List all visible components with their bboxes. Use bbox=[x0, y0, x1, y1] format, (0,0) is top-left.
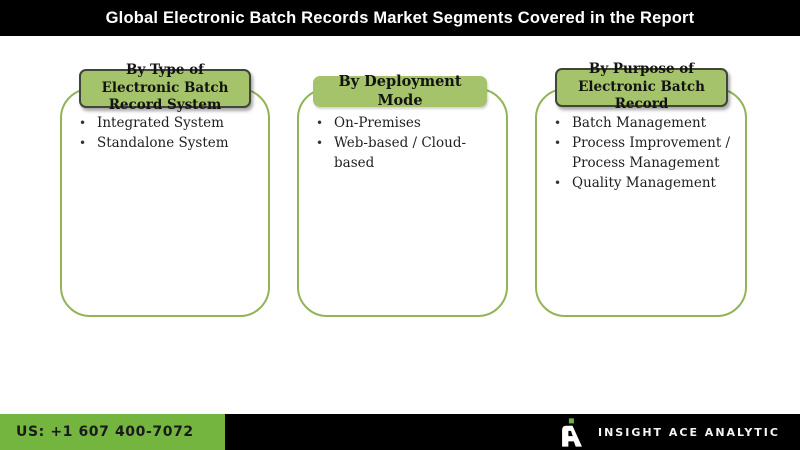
list-item-label: Standalone System bbox=[97, 135, 229, 151]
segment-panel-purpose: • Batch Management • Process Improvement… bbox=[535, 88, 747, 317]
segment-header-purpose: By Purpose of Electronic Batch Record bbox=[555, 61, 728, 112]
bullet-icon: • bbox=[316, 116, 324, 130]
list-item: • Web-based / Cloud-based bbox=[313, 133, 478, 173]
segment-list-deployment: • On-Premises • Web-based / Cloud-based bbox=[299, 90, 506, 173]
list-item-label: On-Premises bbox=[334, 115, 421, 131]
insight-ace-logo-icon bbox=[562, 417, 582, 447]
title-bar: Global Electronic Batch Records Market S… bbox=[0, 0, 800, 36]
list-item: • On-Premises bbox=[313, 113, 478, 133]
bullet-icon: • bbox=[554, 176, 562, 190]
list-item: • Batch Management bbox=[551, 113, 735, 133]
list-item-label: Batch Management bbox=[572, 115, 707, 131]
footer-phone-block: US: +1 607 400-7072 bbox=[0, 414, 225, 450]
bullet-icon: • bbox=[79, 116, 87, 130]
segment-list-type: • Integrated System • Standalone System bbox=[62, 90, 268, 153]
bullet-icon: • bbox=[316, 136, 324, 150]
segment-header-type: By Type of Electronic Batch Record Syste… bbox=[79, 62, 251, 113]
segment-header-deployment-label: By Deployment Mode bbox=[338, 72, 462, 109]
list-item-label: Quality Management bbox=[572, 175, 716, 191]
segment-header-deployment: By Deployment Mode bbox=[313, 73, 487, 109]
brand-block: INSIGHT ACE ANALYTIC bbox=[560, 414, 780, 450]
list-item: • Process Improvement / Process Manageme… bbox=[551, 133, 735, 173]
brand-name: INSIGHT ACE ANALYTIC bbox=[598, 425, 780, 439]
list-item: • Quality Management bbox=[551, 173, 735, 193]
bullet-icon: • bbox=[554, 136, 562, 150]
list-item: • Standalone System bbox=[76, 133, 258, 153]
segment-panel-deployment: • On-Premises • Web-based / Cloud-based bbox=[297, 88, 508, 317]
list-item-label: Web-based / Cloud-based bbox=[334, 135, 467, 171]
list-item-label: Integrated System bbox=[97, 115, 224, 131]
list-item-label: Process Improvement / Process Management bbox=[572, 135, 731, 171]
segment-header-purpose-label: By Purpose of Electronic Batch Record bbox=[578, 61, 705, 113]
bullet-icon: • bbox=[554, 116, 562, 130]
footer-bar: US: +1 607 400-7072 INSIGHT ACE ANALYTIC bbox=[0, 414, 800, 450]
segment-header-type-label: By Type of Electronic Batch Record Syste… bbox=[101, 62, 229, 114]
phone-number: US: +1 607 400-7072 bbox=[16, 424, 194, 440]
list-item: • Integrated System bbox=[76, 113, 258, 133]
bullet-icon: • bbox=[79, 136, 87, 150]
segment-panel-type: • Integrated System • Standalone System bbox=[60, 88, 270, 317]
page-title: Global Electronic Batch Records Market S… bbox=[105, 8, 695, 27]
segment-list-purpose: • Batch Management • Process Improvement… bbox=[537, 90, 745, 193]
